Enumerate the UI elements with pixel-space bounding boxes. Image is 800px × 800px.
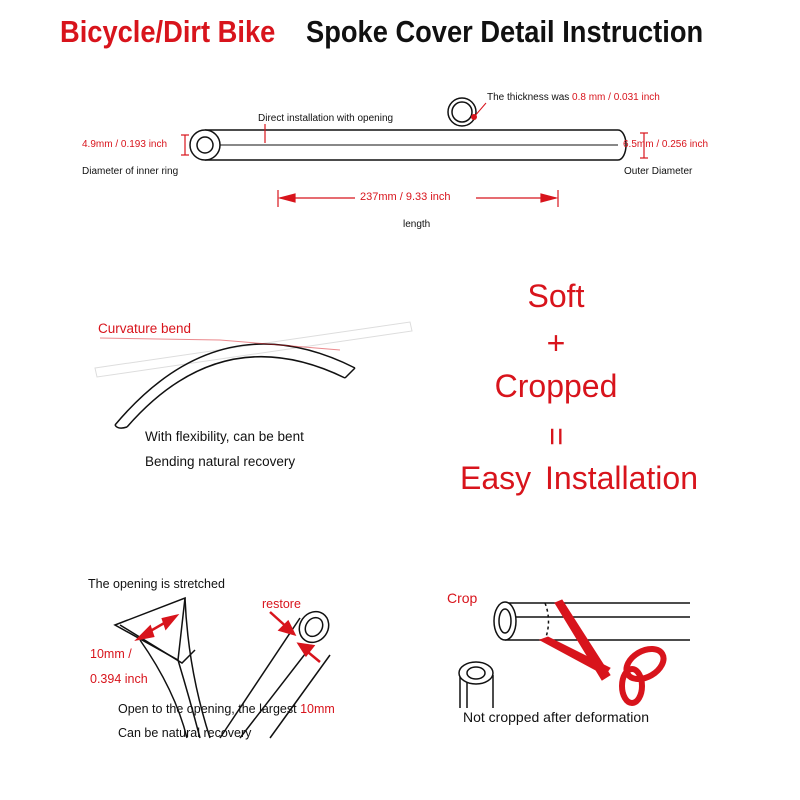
ring-cross-section-icon	[447, 97, 487, 127]
thickness-prefix: The thickness was	[487, 92, 570, 103]
length-value: 237mm / 9.33 inch	[360, 191, 451, 203]
crop-title: Crop	[447, 590, 478, 606]
thickness-label: The thickness was 0.8 mm / 0.031 inch	[487, 92, 660, 103]
title-black: Spoke Cover Detail Instruction	[306, 14, 704, 49]
bent-tube-drawing	[94, 321, 413, 429]
flex-line1: With flexibility, can be bent	[145, 429, 304, 444]
length-label: length	[403, 219, 431, 230]
outer-diameter-label: Outer Diameter	[624, 166, 693, 177]
inner-diameter-value: 4.9mm / 0.193 inch	[82, 139, 168, 150]
outer-diameter-value: 6.5mm / 0.256 inch	[623, 139, 709, 150]
slogan-installation: Installation	[545, 460, 698, 496]
slogan-easy: Easy	[460, 460, 532, 496]
slogan-cropped: Cropped	[494, 368, 618, 404]
title-red: Bicycle/Dirt Bike	[60, 14, 276, 49]
thickness-value: 0.8 mm / 0.031 inch	[572, 92, 660, 103]
stretched-opening-drawing	[113, 596, 331, 739]
opening-line1-text: Open to the opening, the largest	[118, 702, 301, 716]
restore-label: restore	[262, 597, 301, 611]
dimension-arrows	[181, 124, 648, 207]
scissors-icon	[538, 599, 667, 706]
opening-title: The opening is stretched	[88, 577, 225, 591]
crop-caption: Not cropped after deformation	[463, 709, 649, 725]
crop-tube-drawing	[458, 601, 690, 708]
tube-drawing	[189, 129, 627, 161]
flex-line2: Bending natural recovery	[145, 454, 296, 469]
slogan-equals: =	[538, 427, 575, 446]
opening-line2: Can be natural recovery	[118, 726, 252, 740]
curvature-title: Curvature bend	[98, 321, 192, 336]
opening-label: Direct installation with opening	[258, 113, 394, 124]
opening-line1-value: 10mm	[300, 702, 335, 716]
inner-diameter-label: Diameter of inner ring	[82, 166, 179, 177]
opening-line1: Open to the opening, the largest 10mm	[118, 702, 335, 716]
slogan-plus: +	[546, 325, 566, 361]
slogan-soft: Soft	[527, 278, 585, 314]
opening-size-mm: 10mm /	[90, 647, 132, 661]
opening-size-inch: 0.394 inch	[90, 672, 148, 686]
red-arrows	[134, 611, 321, 663]
